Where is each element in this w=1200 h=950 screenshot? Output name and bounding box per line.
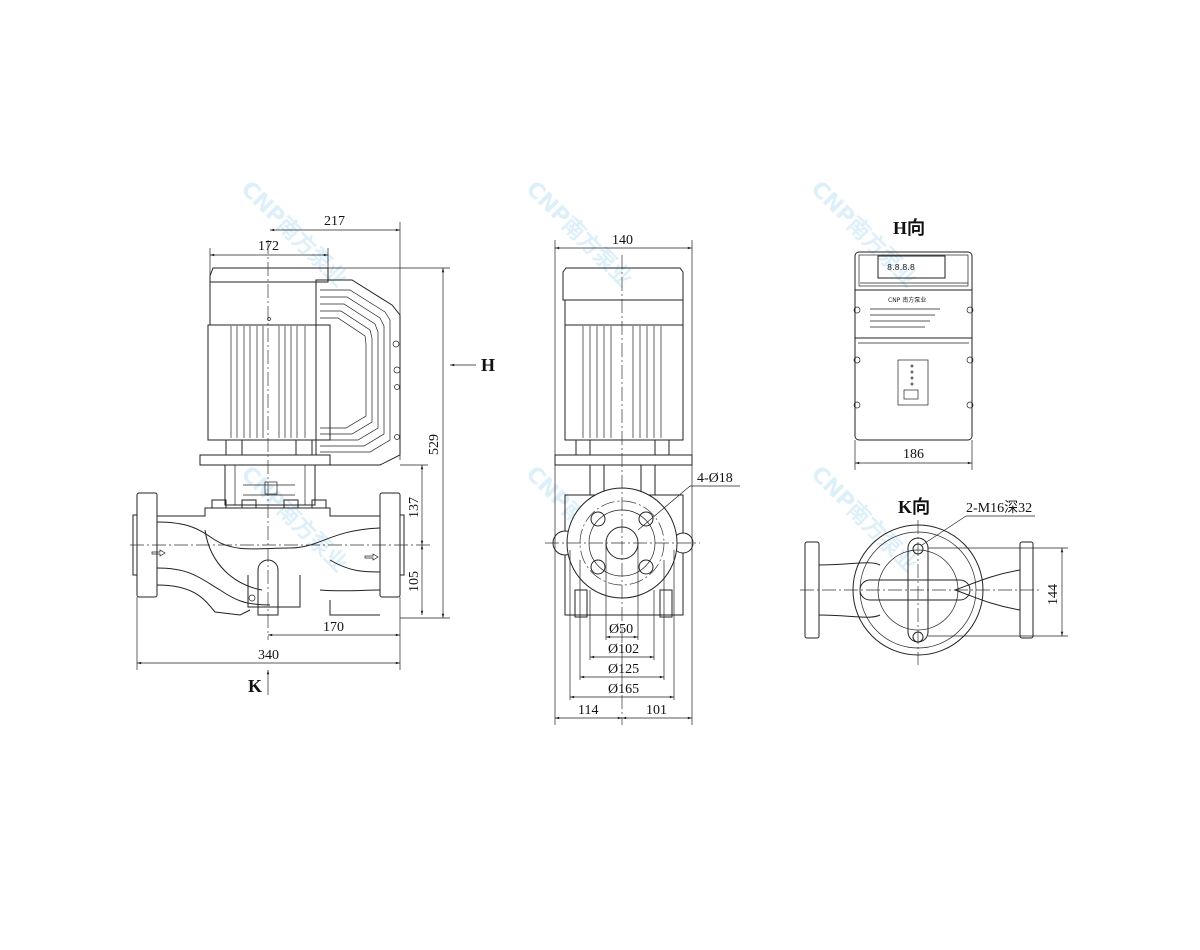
dim-d125: Ø125	[608, 662, 639, 677]
dim-170: 170	[323, 620, 344, 635]
dim-114: 114	[578, 703, 598, 718]
display-digits: 8.8.8.8	[887, 263, 915, 272]
dim-140: 140	[612, 233, 633, 248]
h-view: H向 8.8.8.8 CNP 南方泵业 186	[853, 217, 974, 470]
dim-217: 217	[324, 214, 345, 229]
view-arrow-k: K	[248, 670, 270, 696]
dim-101: 101	[646, 703, 667, 718]
dim-172: 172	[258, 239, 279, 254]
dim-d165: Ø165	[608, 682, 639, 697]
motor-front	[199, 267, 401, 466]
dim-137: 137	[407, 497, 422, 518]
side-view: 140 4-Ø18 Ø50 Ø102 Ø125 Ø165 114 101	[545, 233, 740, 725]
brand-label: CNP 南方泵业	[888, 296, 926, 304]
k-view: K向 2-M16深32 144	[800, 496, 1068, 665]
arrow-k-label: K	[248, 676, 262, 696]
view-arrow-h: H	[450, 355, 495, 375]
watermark: CNP南方泵业	[236, 461, 352, 577]
thread-label: 2-M16深32	[966, 500, 1032, 516]
dim-529: 529	[427, 434, 442, 455]
watermark: CNP南方泵业	[236, 176, 352, 292]
dim-144: 144	[1046, 584, 1061, 605]
dim-105: 105	[407, 571, 422, 592]
watermark: CNP南方泵业	[806, 461, 922, 577]
side-dimensions: 140 4-Ø18 Ø50 Ø102 Ø125 Ø165 114 101	[554, 233, 740, 725]
h-view-title: H向	[893, 217, 925, 238]
dim-d102: Ø102	[608, 642, 639, 657]
dim-d50: Ø50	[609, 622, 633, 637]
k-view-title: K向	[898, 496, 930, 517]
arrow-h-label: H	[481, 355, 495, 375]
front-dimensions: 217 172 529 137 105 170 340	[136, 214, 450, 670]
bolt-holes-label: 4-Ø18	[697, 471, 733, 486]
dim-186: 186	[903, 447, 924, 462]
front-view: 217 172 529 137 105 170 340 H K	[130, 214, 495, 696]
dim-340: 340	[258, 648, 279, 663]
